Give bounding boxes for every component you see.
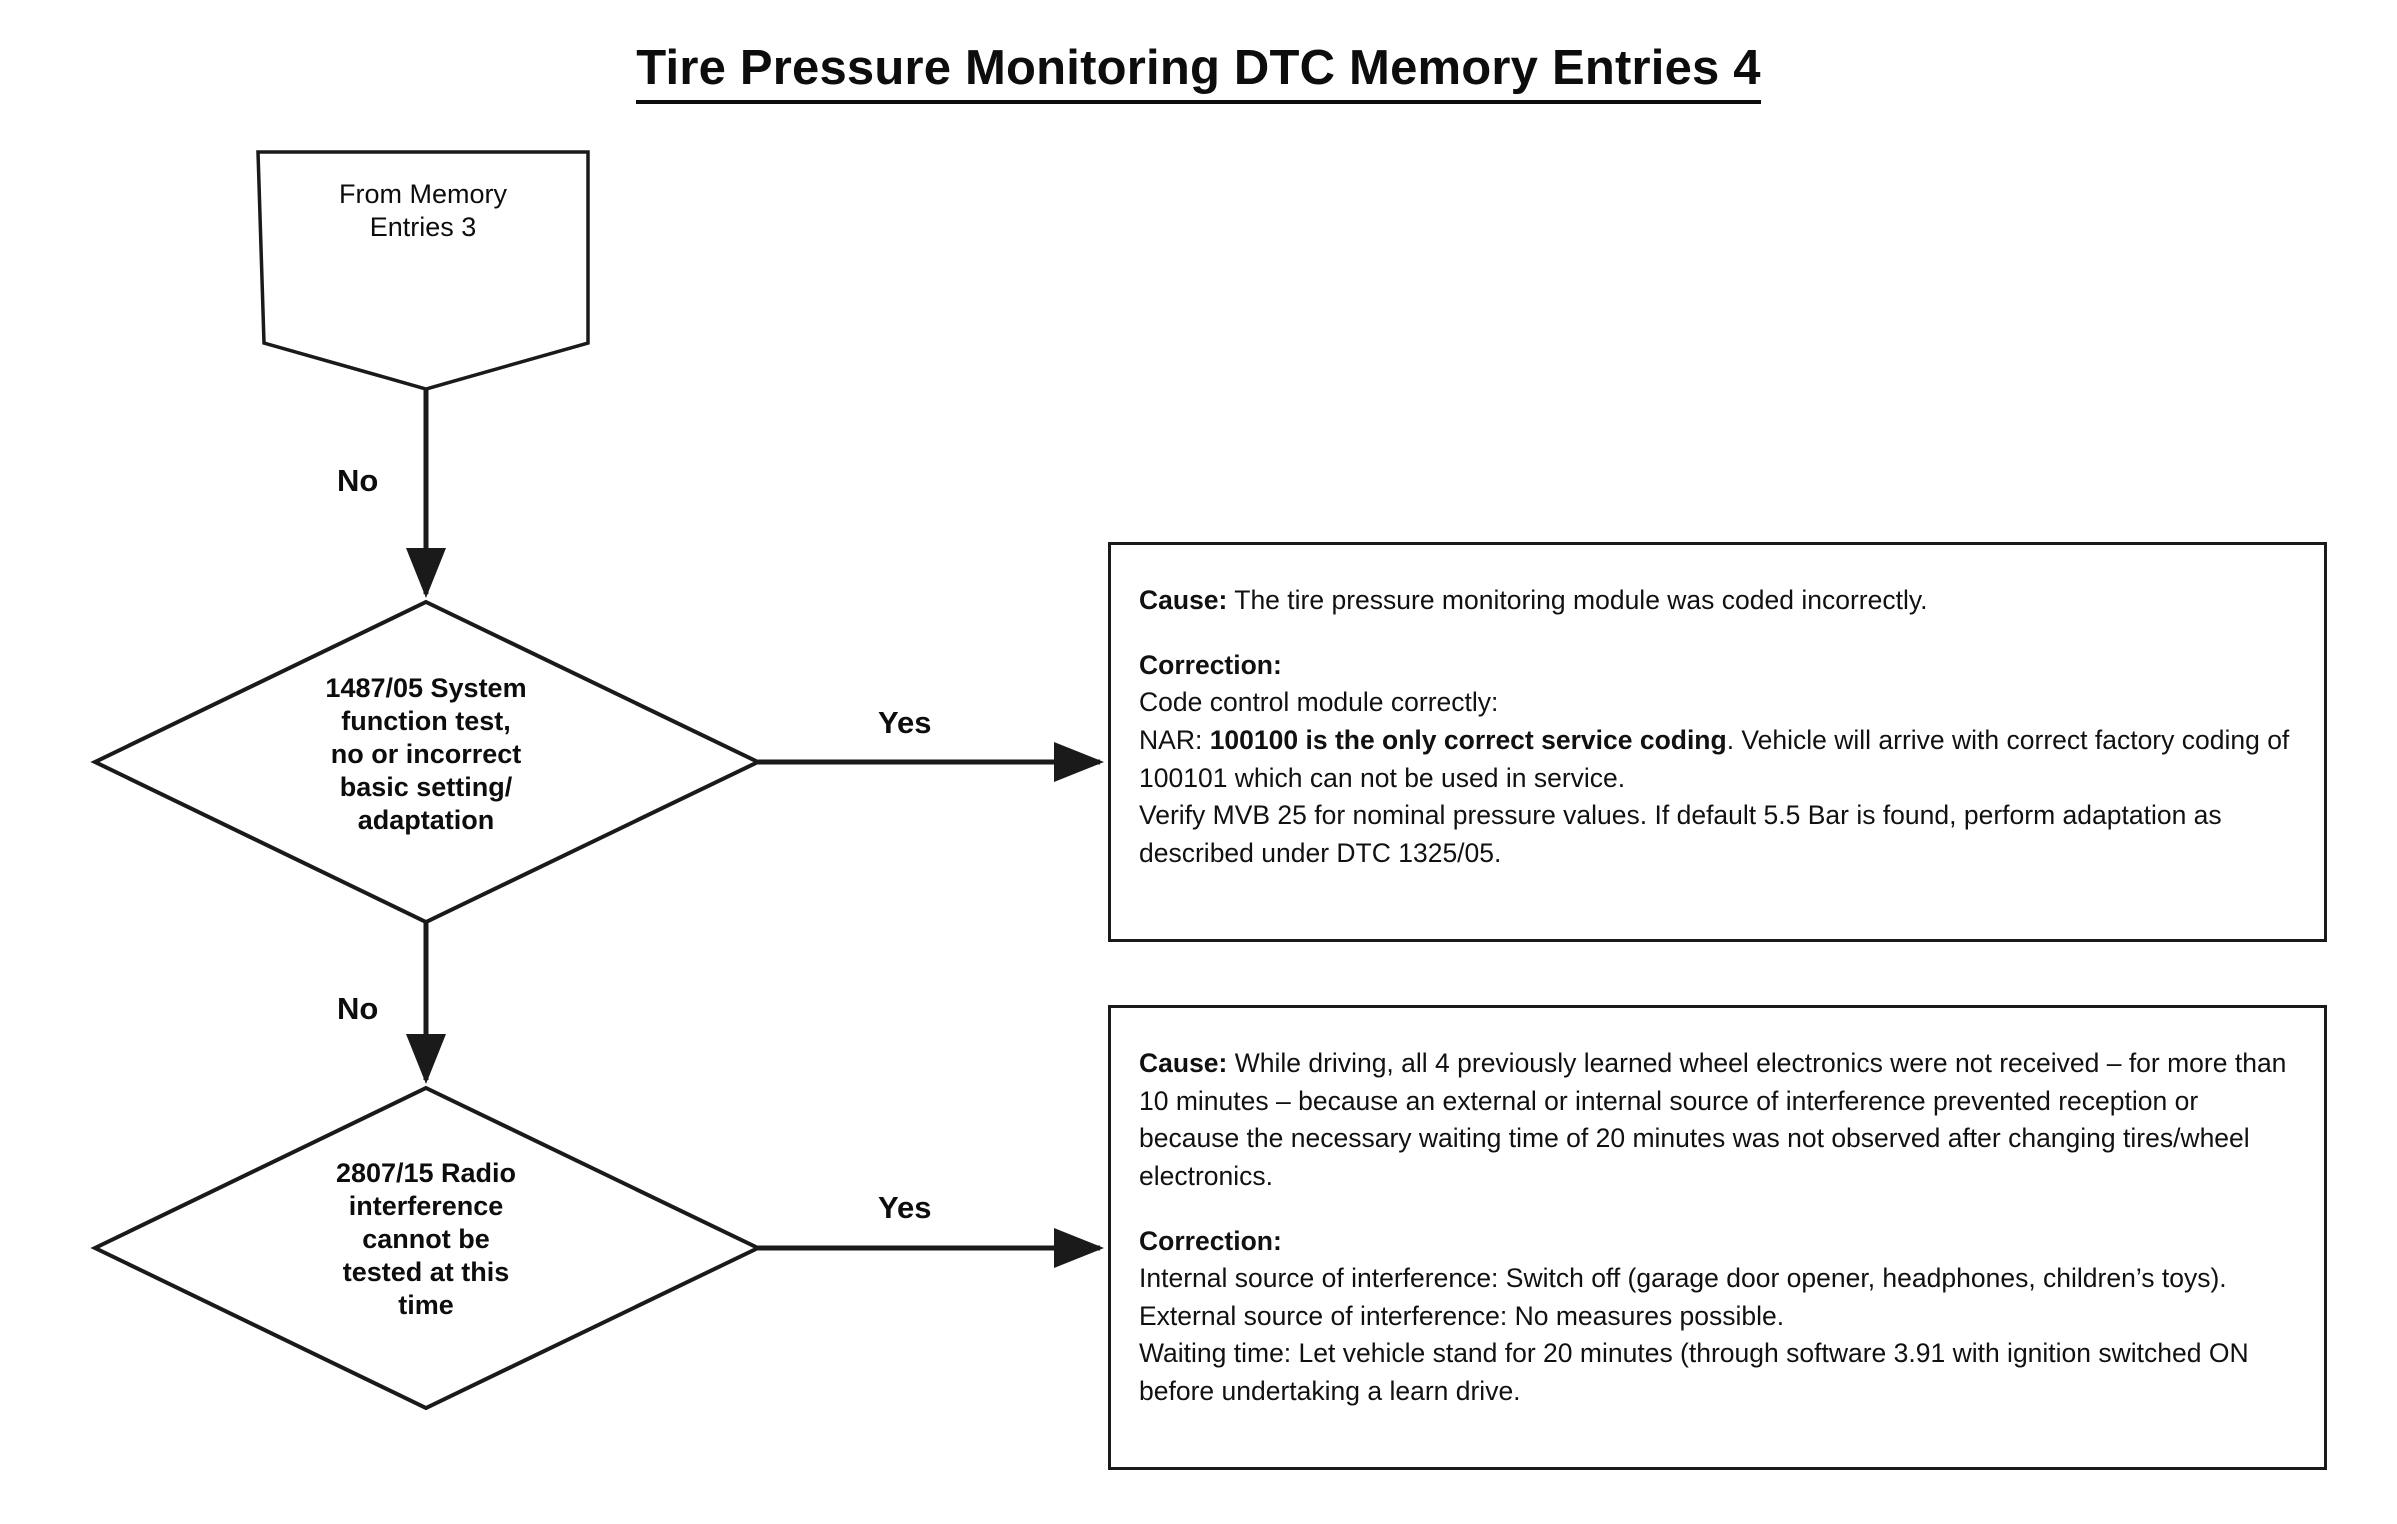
info-box-1-spacer <box>1139 620 2294 647</box>
info-box-1-correction-label: Correction: <box>1139 649 1282 680</box>
decision-1-line-4: basic setting/ <box>339 771 513 802</box>
terminator-line-2: Entries 3 <box>369 211 477 242</box>
info-box-1-correction-heading: Correction: <box>1139 647 2294 685</box>
info-box-1-correction-line-2: NAR: 100100 is the only correct service … <box>1139 722 2294 797</box>
info-box-1-nar-prefix: NAR: <box>1139 724 1210 755</box>
info-box-2-cause-text: While driving, all 4 previously learned … <box>1139 1048 2287 1191</box>
info-box-2-cause-label: Cause: <box>1139 1048 1228 1078</box>
decision-2-line-2: interference <box>348 1190 504 1221</box>
edge-label-yes-1: Yes <box>878 705 932 740</box>
info-box-2-correction-line-3: Waiting time: Let vehicle stand for 20 m… <box>1139 1338 2249 1406</box>
edge-label-yes-2: Yes <box>878 1190 932 1225</box>
edge-label-no-2: No <box>337 991 379 1026</box>
info-box-2-correction-heading: Correction: <box>1139 1223 2294 1261</box>
edge-label-no-1: No <box>337 463 379 498</box>
decision-1-line-2: function test, <box>341 705 511 736</box>
decision-2-shape <box>90 1085 763 1411</box>
decision-1-line-3: no or incorrect <box>330 738 522 769</box>
decision-1-label: 1487/05 System function test, no or inco… <box>196 672 656 837</box>
info-box-1-cause: Cause: The tire pressure monitoring modu… <box>1139 582 2294 620</box>
info-box-2-spacer <box>1139 1196 2294 1223</box>
decision-1-line-1: 1487/05 System <box>325 673 527 703</box>
page-title: Tire Pressure Monitoring DTC Memory Entr… <box>0 40 2397 104</box>
terminator-label: From Memory Entries 3 <box>258 178 588 244</box>
decision-1-line-5: adaptation <box>357 804 495 835</box>
info-box-1-nar-bold: 100100 is the only correct service codin… <box>1209 724 1727 755</box>
decision-2-line-4: tested at this <box>342 1256 510 1287</box>
info-box-2-cause: Cause: While driving, all 4 previously l… <box>1139 1045 2294 1196</box>
info-box-1-correction-line-1: Code control module correctly: <box>1139 687 1499 718</box>
decision-2-line-1: 2807/15 Radio <box>335 1158 517 1188</box>
info-box-1-nar-suffix: . Vehicle will arrive with correct facto… <box>1139 724 2290 793</box>
info-box-2-correction-label: Correction: <box>1139 1225 1282 1256</box>
decision-2-line-5: time <box>398 1289 454 1320</box>
decision-2-line-3: cannot be <box>362 1223 490 1254</box>
info-box-interference: Cause: While driving, all 4 previously l… <box>1108 1005 2327 1470</box>
info-box-2-correction-line-2: External source of interference: No meas… <box>1139 1300 1785 1331</box>
page-title-text: Tire Pressure Monitoring DTC Memory Entr… <box>636 40 1761 104</box>
terminator-line-1: From Memory <box>339 179 507 209</box>
info-box-1-correction-line-3: Verify MVB 25 for nominal pressure value… <box>1139 800 2222 868</box>
info-box-1-cause-text: The tire pressure monitoring module was … <box>1227 585 1928 615</box>
info-box-coding: Cause: The tire pressure monitoring modu… <box>1108 542 2327 942</box>
decision-2-label: 2807/15 Radio interference cannot be tes… <box>196 1157 656 1322</box>
terminator-shape <box>256 150 590 391</box>
info-box-2-correction-line-1: Internal source of interference: Switch … <box>1139 1263 2227 1294</box>
info-box-1-cause-label: Cause: <box>1139 585 1228 615</box>
